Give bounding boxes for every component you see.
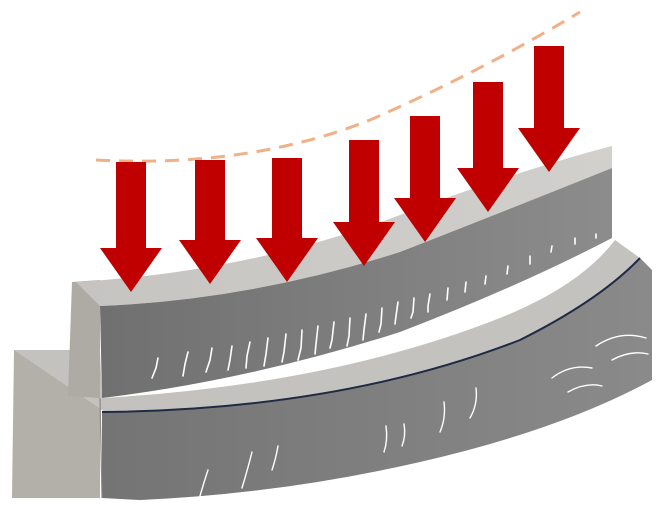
crack <box>401 423 406 447</box>
crack <box>245 341 251 369</box>
down-arrow-icon <box>100 162 162 292</box>
crack <box>464 281 467 293</box>
crack <box>263 337 269 367</box>
web-end-face <box>68 280 100 398</box>
down-arrow-icon <box>457 82 519 212</box>
crack <box>550 245 553 253</box>
crack <box>439 401 446 433</box>
crack <box>595 334 647 347</box>
crack <box>410 297 415 319</box>
crack <box>484 275 487 285</box>
crack <box>329 321 335 349</box>
crack <box>346 317 351 347</box>
crack <box>567 384 603 393</box>
down-arrow-icon <box>179 160 241 284</box>
down-arrow-icon <box>518 46 580 172</box>
crack <box>182 351 189 377</box>
crack <box>297 329 303 361</box>
lower-flange-corner-edge <box>99 397 103 499</box>
crack <box>383 425 388 453</box>
down-arrow-icon <box>333 140 395 266</box>
web-side-face <box>100 168 612 398</box>
load-arrows <box>100 46 580 292</box>
crack <box>241 451 253 489</box>
crack <box>281 333 287 363</box>
lower-flange-front-edge <box>101 257 641 413</box>
crack <box>506 265 509 275</box>
crack <box>469 387 478 419</box>
lower-flange-front-face <box>102 258 652 500</box>
crack <box>199 469 209 497</box>
crack <box>378 307 383 333</box>
down-arrow-icon <box>256 158 318 282</box>
crack <box>427 293 431 313</box>
web-cracks <box>151 233 597 379</box>
load-distribution-curve <box>95 10 581 163</box>
crack <box>394 301 399 325</box>
crack <box>205 347 213 373</box>
down-arrow-icon <box>394 116 456 242</box>
crack <box>271 445 279 471</box>
flange-cracks <box>199 334 649 497</box>
crack <box>227 345 233 371</box>
crack <box>611 352 649 361</box>
crack <box>151 357 159 379</box>
crack <box>362 313 367 341</box>
crack <box>314 325 319 355</box>
lower-flange-top-face <box>14 240 640 412</box>
crack <box>551 366 593 379</box>
crack <box>446 287 449 301</box>
